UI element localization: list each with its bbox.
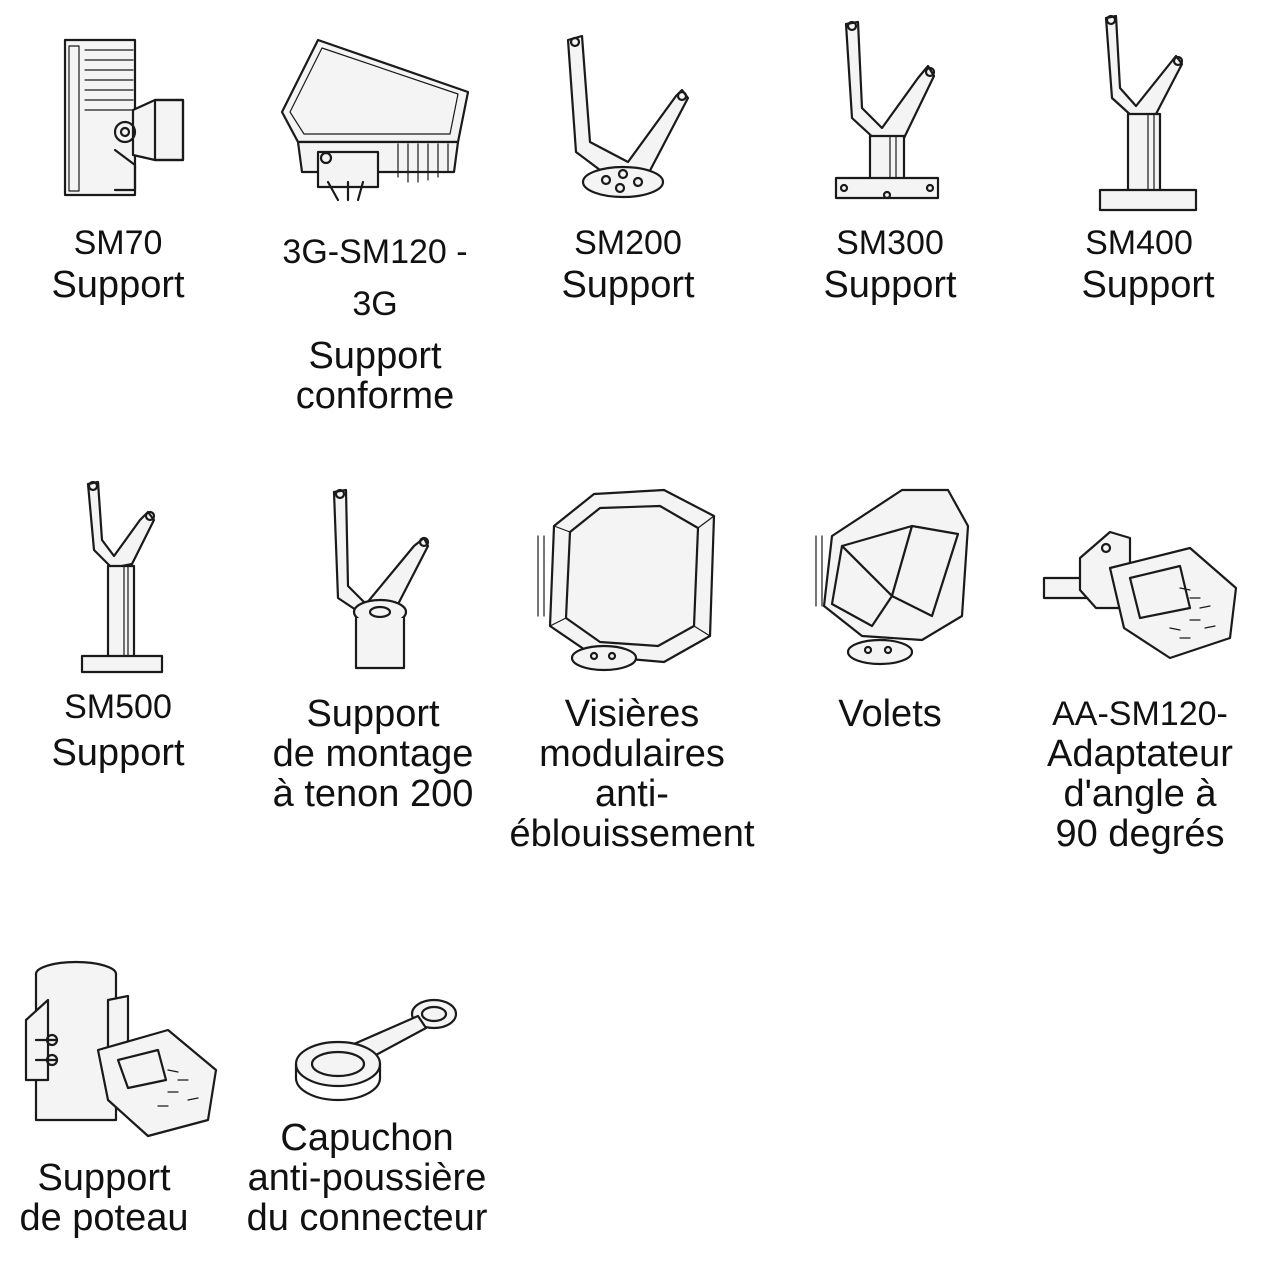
- sm70-bracket-icon: [63, 38, 185, 197]
- item-label: Support: [823, 264, 957, 306]
- item-code: 3G-SM120 - 3G: [282, 233, 468, 323]
- dust-cap-icon: [294, 998, 458, 1102]
- sm120-3g-bracket-icon: [280, 38, 470, 202]
- item-line: Volets: [838, 693, 942, 735]
- item-label: Support conforme: [295, 335, 455, 417]
- item-line: Support: [37, 1157, 171, 1199]
- item-line: 90 degrés: [1055, 813, 1225, 855]
- item-line: du connecteur: [246, 1197, 488, 1239]
- item-code: SM200: [574, 224, 682, 262]
- item-line: à tenon 200: [272, 773, 474, 815]
- item-line: AA-SM120-: [1052, 695, 1228, 733]
- item-code: SM300: [836, 224, 944, 262]
- item-line: anti-poussière: [247, 1157, 487, 1199]
- item-label: Support: [561, 264, 695, 306]
- item-line: Support: [306, 693, 440, 735]
- item-label: Support: [51, 732, 185, 774]
- item-code: SM400: [1085, 224, 1193, 262]
- glare-visor-icon: [537, 488, 716, 672]
- sm500-bracket-icon: [80, 480, 164, 674]
- shutters-icon: [815, 488, 970, 666]
- item-line: modulaires: [539, 733, 725, 775]
- item-code: SM500: [64, 688, 172, 726]
- item-line: de montage: [272, 733, 474, 775]
- item-line: Visières: [564, 693, 700, 735]
- item-label: Support: [51, 264, 185, 306]
- angle-adapter-icon: [1042, 530, 1238, 660]
- item-line: de poteau: [19, 1197, 189, 1239]
- item-line: anti-: [595, 773, 669, 815]
- item-line: d'angle à: [1063, 773, 1217, 815]
- item-line: Capuchon: [280, 1117, 454, 1159]
- item-label: Support: [1081, 264, 1215, 306]
- pole-mount-icon: [24, 960, 218, 1138]
- item-line: éblouissement: [509, 813, 755, 855]
- sm200-bracket-icon: [566, 34, 690, 199]
- item-code: SM70: [73, 224, 163, 262]
- sm400-bracket-icon: [1098, 14, 1198, 212]
- tenon-mount-icon: [332, 488, 430, 670]
- item-line: Adaptateur: [1047, 733, 1233, 775]
- sm300-bracket-icon: [834, 20, 940, 200]
